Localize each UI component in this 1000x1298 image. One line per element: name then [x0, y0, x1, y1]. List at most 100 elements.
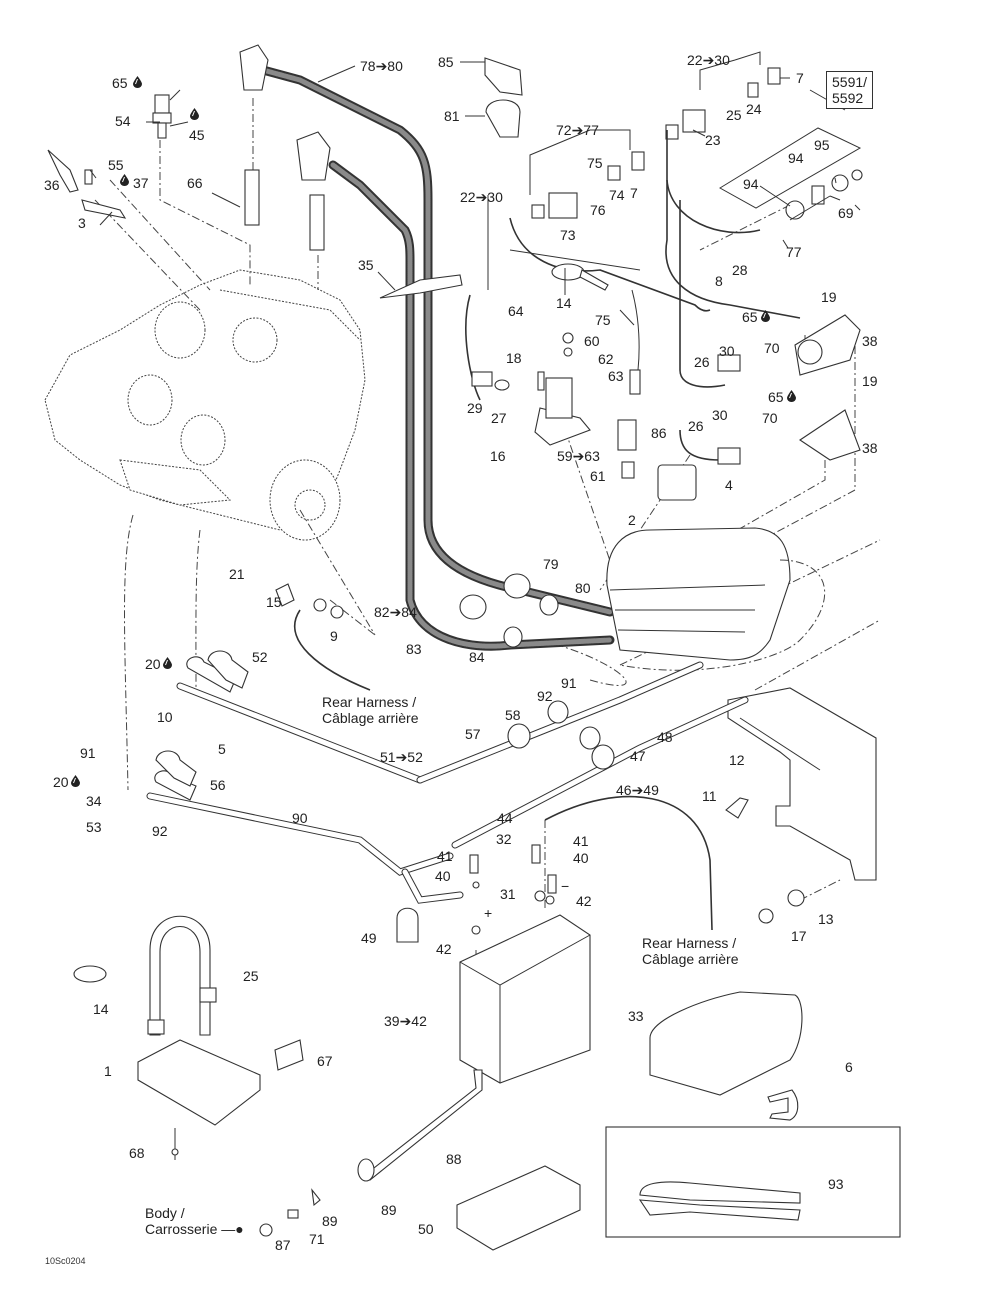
callout-26[interactable]: 26 — [694, 354, 710, 370]
callout-37[interactable]: 37 — [133, 175, 149, 191]
callout-58[interactable]: 58 — [505, 707, 521, 723]
callout-38[interactable]: 38 — [862, 440, 878, 456]
callout-29[interactable]: 29 — [467, 400, 483, 416]
callout-35[interactable]: 35 — [358, 257, 374, 273]
callout-14[interactable]: 14 — [556, 295, 572, 311]
callout-7[interactable]: 7 — [796, 70, 804, 86]
callout-19[interactable]: 19 — [862, 373, 878, 389]
callout-41[interactable]: 41 — [437, 848, 453, 864]
callout-78-80[interactable]: 78➔80 — [360, 58, 403, 74]
callout-34[interactable]: 34 — [86, 793, 102, 809]
callout-95[interactable]: 95 — [814, 137, 830, 153]
callout-25[interactable]: 25 — [726, 107, 742, 123]
callout-87[interactable]: 87 — [275, 1237, 291, 1253]
callout-59-63[interactable]: 59➔63 — [557, 448, 600, 464]
callout-73[interactable]: 73 — [560, 227, 576, 243]
callout-46-49[interactable]: 46➔49 — [616, 782, 659, 798]
callout-6[interactable]: 6 — [845, 1059, 853, 1075]
callout-47[interactable]: 47 — [630, 748, 646, 764]
callout-92[interactable]: 92 — [537, 688, 553, 704]
callout-53[interactable]: 53 — [86, 819, 102, 835]
callout-56[interactable]: 56 — [210, 777, 226, 793]
callout-27[interactable]: 27 — [491, 410, 507, 426]
callout-89[interactable]: 89 — [381, 1202, 397, 1218]
callout-79[interactable]: 79 — [543, 556, 559, 572]
callout-15[interactable]: 15 — [266, 594, 282, 610]
callout-52[interactable]: 52 — [252, 649, 268, 665]
callout-92[interactable]: 92 — [152, 823, 168, 839]
callout-65[interactable]: 65 — [768, 389, 784, 405]
callout-42[interactable]: 42 — [576, 893, 592, 909]
callout-94[interactable]: 94 — [743, 176, 759, 192]
callout-40[interactable]: 40 — [573, 850, 589, 866]
callout-13[interactable]: 13 — [818, 911, 834, 927]
callout-88[interactable]: 88 — [446, 1151, 462, 1167]
callout-84[interactable]: 84 — [469, 649, 485, 665]
callout-38[interactable]: 38 — [862, 333, 878, 349]
callout-4[interactable]: 4 — [725, 477, 733, 493]
callout-65[interactable]: 65 — [742, 309, 758, 325]
callout-51-52[interactable]: 51➔52 — [380, 749, 423, 765]
callout-31[interactable]: 31 — [500, 886, 516, 902]
callout-44[interactable]: 44 — [497, 810, 513, 826]
callout-65[interactable]: 65 — [112, 75, 128, 91]
callout-50[interactable]: 50 — [418, 1221, 434, 1237]
callout-94[interactable]: 94 — [788, 150, 804, 166]
callout-17[interactable]: 17 — [791, 928, 807, 944]
callout-77[interactable]: 77 — [786, 244, 802, 260]
callout-21[interactable]: 21 — [229, 566, 245, 582]
callout-54[interactable]: 54 — [115, 113, 131, 129]
callout-70[interactable]: 70 — [762, 410, 778, 426]
callout-33[interactable]: 33 — [628, 1008, 644, 1024]
callout-90[interactable]: 90 — [292, 810, 308, 826]
callout-9[interactable]: 9 — [330, 628, 338, 644]
callout-86[interactable]: 86 — [651, 425, 667, 441]
callout-76[interactable]: 76 — [590, 202, 606, 218]
callout-23[interactable]: 23 — [705, 132, 721, 148]
callout-14[interactable]: 14 — [93, 1001, 109, 1017]
callout-45[interactable]: 45 — [189, 127, 205, 143]
callout-20[interactable]: 20 — [145, 656, 161, 672]
callout-91[interactable]: 91 — [561, 675, 577, 691]
callout-22-30[interactable]: 22➔30 — [687, 52, 730, 68]
callout-62[interactable]: 62 — [598, 351, 614, 367]
callout-75[interactable]: 75 — [595, 312, 611, 328]
callout-18[interactable]: 18 — [506, 350, 522, 366]
callout-25[interactable]: 25 — [243, 968, 259, 984]
callout-91[interactable]: 91 — [80, 745, 96, 761]
callout-70[interactable]: 70 — [764, 340, 780, 356]
callout-41[interactable]: 41 — [573, 833, 589, 849]
callout-82-84[interactable]: 82➔84 — [374, 604, 417, 620]
callout-69[interactable]: 69 — [838, 205, 854, 221]
callout-40[interactable]: 40 — [435, 868, 451, 884]
callout-42[interactable]: 42 — [436, 941, 452, 957]
callout-81[interactable]: 81 — [444, 108, 460, 124]
callout-28[interactable]: 28 — [732, 262, 748, 278]
callout-30[interactable]: 30 — [712, 407, 728, 423]
callout-75[interactable]: 75 — [587, 155, 603, 171]
callout-1[interactable]: 1 — [104, 1063, 112, 1079]
callout-22-30[interactable]: 22➔30 — [460, 189, 503, 205]
callout-68[interactable]: 68 — [129, 1145, 145, 1161]
callout-67[interactable]: 67 — [317, 1053, 333, 1069]
callout-89[interactable]: 89 — [322, 1213, 338, 1229]
callout-32[interactable]: 32 — [496, 831, 512, 847]
callout-11[interactable]: 11 — [702, 788, 717, 804]
callout-26[interactable]: 26 — [688, 418, 704, 434]
callout-10[interactable]: 10 — [157, 709, 173, 725]
callout-93[interactable]: 93 — [828, 1176, 844, 1192]
callout-49[interactable]: 49 — [361, 930, 377, 946]
callout-12[interactable]: 12 — [729, 752, 745, 768]
callout-48[interactable]: 48 — [657, 729, 673, 745]
callout-85[interactable]: 85 — [438, 54, 454, 70]
callout-64[interactable]: 64 — [508, 303, 524, 319]
callout-5[interactable]: 5 — [218, 741, 226, 757]
callout-3[interactable]: 3 — [78, 215, 86, 231]
callout-30[interactable]: 30 — [719, 343, 735, 359]
callout-72-77[interactable]: 72➔77 — [556, 122, 599, 138]
callout-55[interactable]: 55 — [108, 157, 124, 173]
callout-74[interactable]: 74 — [609, 187, 625, 203]
callout-83[interactable]: 83 — [406, 641, 422, 657]
callout-8[interactable]: 8 — [715, 273, 723, 289]
callout-66[interactable]: 66 — [187, 175, 203, 191]
